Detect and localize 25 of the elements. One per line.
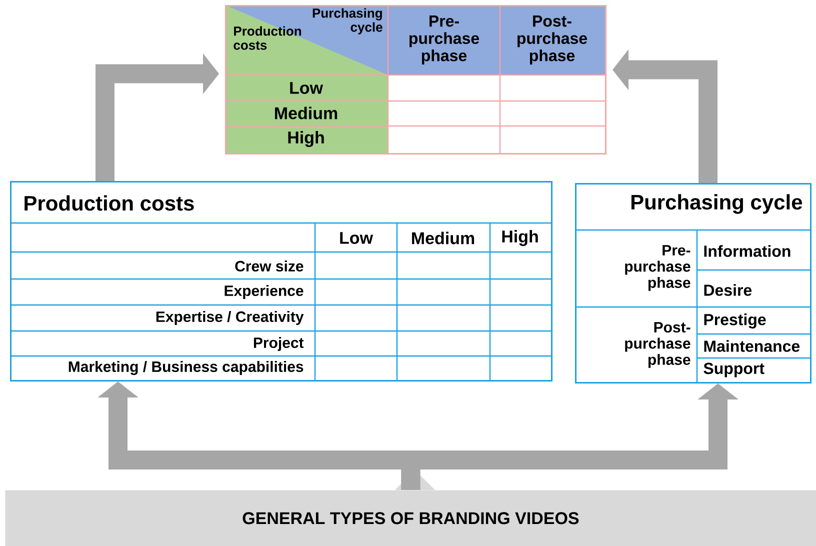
row-label: Expertise / Creativity	[156, 311, 304, 325]
row-label: High	[288, 131, 324, 147]
row-label: Medium	[275, 106, 338, 120]
column-header: Pre- purchase phase	[409, 16, 480, 64]
column-header: Post- purchase phase	[518, 16, 588, 64]
column-header: High	[502, 230, 538, 246]
row-label: Marketing / Business capabilities	[68, 360, 304, 376]
table-title: Purchasing cycle	[631, 194, 802, 214]
table-title: Production costs	[24, 195, 194, 211]
cell-text: Desire	[704, 284, 752, 296]
cell-text: Support	[704, 362, 764, 378]
column-header: Low	[340, 232, 374, 244]
column-header: Medium	[412, 232, 474, 244]
row-label: Post- purchase phase	[625, 322, 690, 368]
row-label: Project	[254, 337, 304, 351]
header-text: Purchasing cycle	[312, 8, 382, 34]
cell-text: Information	[704, 245, 790, 257]
banner: GENERAL TYPES OF BRANDING VIDEOS	[5, 470, 816, 546]
header-text: Production costs	[234, 26, 301, 50]
row-label: Low	[290, 82, 324, 94]
row-label: Pre- purchase phase	[625, 245, 690, 291]
cell-text: Maintenance	[704, 340, 800, 352]
cell-text: Prestige	[704, 314, 766, 328]
row-label: Crew size	[235, 260, 304, 272]
row-label: Experience	[224, 285, 304, 299]
